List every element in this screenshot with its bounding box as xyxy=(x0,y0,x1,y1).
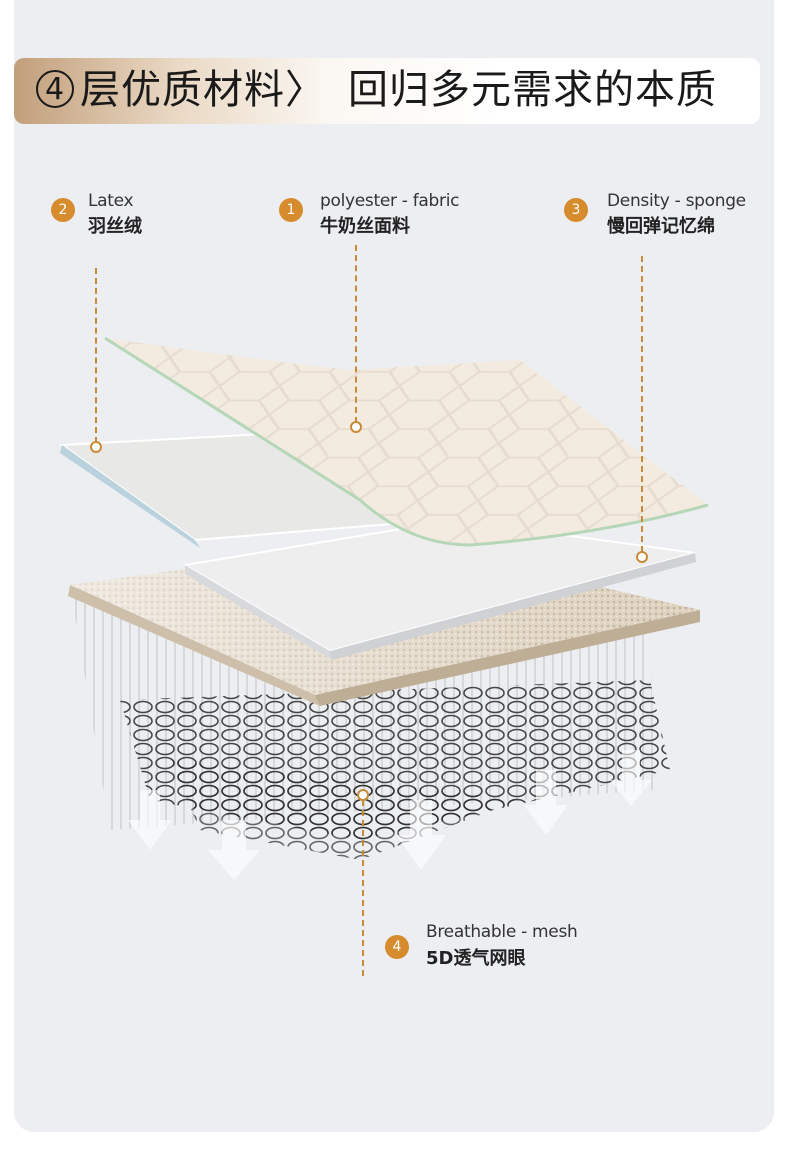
layer-1-anchor-dot xyxy=(350,421,362,433)
layer-4-chinese-label: 5D透气网眼 xyxy=(426,948,526,969)
layer-4-english-label: Breathable - mesh xyxy=(426,922,578,942)
title-sub: 回归多元需求的本质 xyxy=(348,67,717,113)
title-main: 层优质材料〉 xyxy=(80,67,326,113)
layer-1-number-badge: 1 xyxy=(279,198,303,222)
layer-3-leader-line xyxy=(641,256,643,552)
layer-4-leader-line xyxy=(362,800,364,976)
layer-1-leader-line xyxy=(355,245,357,423)
title-number-badge: 4 xyxy=(36,70,74,108)
layer-3-english-label: Density - sponge xyxy=(607,191,746,211)
layer-2-leader-line xyxy=(95,268,97,443)
layer-1-chinese-label: 牛奶丝面料 xyxy=(320,216,410,237)
layer-3-anchor-dot xyxy=(636,551,648,563)
layer-1-english-label: polyester - fabric xyxy=(320,191,460,211)
layer-2-anchor-dot xyxy=(90,441,102,453)
title-banner xyxy=(14,58,760,124)
layer-3-number-badge: 3 xyxy=(564,198,588,222)
layer-2-number-badge: 2 xyxy=(51,198,75,222)
layer-3-chinese-label: 慢回弹记忆绵 xyxy=(607,216,715,237)
layer-2-english-label: Latex xyxy=(88,191,134,211)
layer-4-number-badge: 4 xyxy=(385,935,409,959)
layer-2-chinese-label: 羽丝绒 xyxy=(88,216,142,237)
